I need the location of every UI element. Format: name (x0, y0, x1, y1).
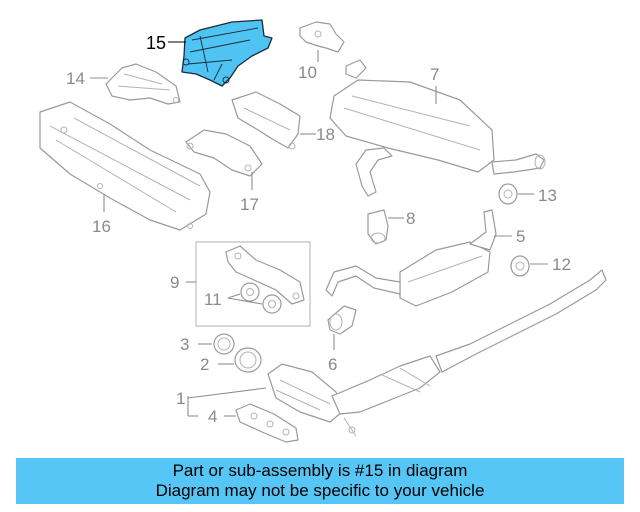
callout-8: 8 (406, 209, 415, 228)
callout-11: 11 (204, 290, 222, 309)
callout-9: 9 (170, 273, 179, 292)
callout-1: 1 (176, 389, 185, 408)
exhaust-parts-diagram: 15 10 14 16 18 17 (39, 19, 607, 443)
part-15-heat-shield[interactable] (181, 19, 273, 87)
part-1-catalytic-converter (267, 269, 607, 437)
banner-line-2: Diagram may not be specific to your vehi… (155, 481, 485, 500)
part-13-hanger (498, 183, 518, 205)
banner-line-1: Part or sub-assembly is #15 in diagram (172, 461, 468, 480)
callout-10: 10 (298, 63, 317, 82)
info-banner: Part or sub-assembly is #15 in diagram D… (16, 458, 624, 504)
part-16-underbody-shield (39, 101, 211, 231)
part-5-center-muffler (325, 209, 497, 307)
part-6-clamp (327, 305, 357, 335)
part-14-heat-shield (105, 63, 181, 105)
callout-12: 12 (552, 255, 571, 274)
callout-17: 17 (240, 195, 259, 214)
callout-15: 15 (146, 33, 166, 53)
part-3-gasket (213, 333, 235, 355)
callout-7: 7 (430, 65, 439, 84)
part-9-hanger-assembly (195, 241, 311, 327)
part-17-bracket (185, 129, 263, 177)
part-18-bracket (231, 91, 301, 150)
part-4-flange-gasket (235, 403, 299, 443)
callout-16: 16 (92, 217, 111, 236)
callout-2: 2 (200, 355, 209, 374)
callout-14: 14 (66, 69, 85, 88)
part-7-rear-muffler (329, 59, 546, 197)
part-2-clamp (234, 347, 262, 373)
part-8-clamp (367, 209, 389, 245)
part-10-bracket (299, 21, 345, 53)
callout-13: 13 (538, 186, 557, 205)
callout-4: 4 (208, 407, 217, 426)
callout-6: 6 (328, 355, 337, 374)
callout-3: 3 (180, 335, 189, 354)
part-12-hanger (510, 255, 530, 277)
callout-5: 5 (516, 227, 525, 246)
callout-18: 18 (316, 125, 335, 144)
part-11-insulators (240, 282, 282, 314)
